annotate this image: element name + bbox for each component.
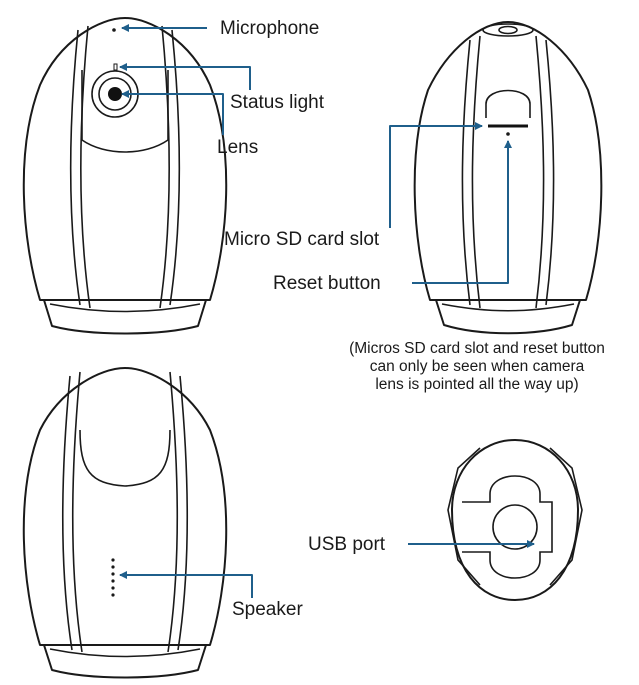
- lens-icon: [108, 87, 122, 101]
- camera-tilted-view: [413, 21, 603, 335]
- reset-button-label: Reset button: [273, 273, 381, 294]
- microphone-label: Microphone: [220, 18, 319, 39]
- status-light-label: Status light: [230, 92, 325, 113]
- camera-front-view: [22, 17, 228, 335]
- usb-port-icon: [492, 504, 538, 550]
- callout-lines: [119, 24, 535, 598]
- camera-back-view: [22, 367, 228, 679]
- speaker-grille-icon: [111, 558, 115, 597]
- speaker-label: Speaker: [232, 599, 303, 620]
- camera-bottom-view: [447, 439, 583, 601]
- visibility-note-line2: can only be seen when camera: [370, 358, 585, 375]
- lens-label: Lens: [217, 137, 258, 158]
- reset-button-icon: [506, 132, 510, 136]
- visibility-note-line3: lens is pointed all the way up): [375, 376, 578, 393]
- microphone-hole: [112, 28, 116, 32]
- top-port: [482, 23, 534, 37]
- usb-port-label: USB port: [308, 534, 386, 555]
- micro-sd-slot-label: Micro SD card slot: [224, 229, 380, 250]
- visibility-note-line1: (Micros SD card slot and reset button: [349, 340, 605, 357]
- status-light-indicator: [113, 63, 118, 71]
